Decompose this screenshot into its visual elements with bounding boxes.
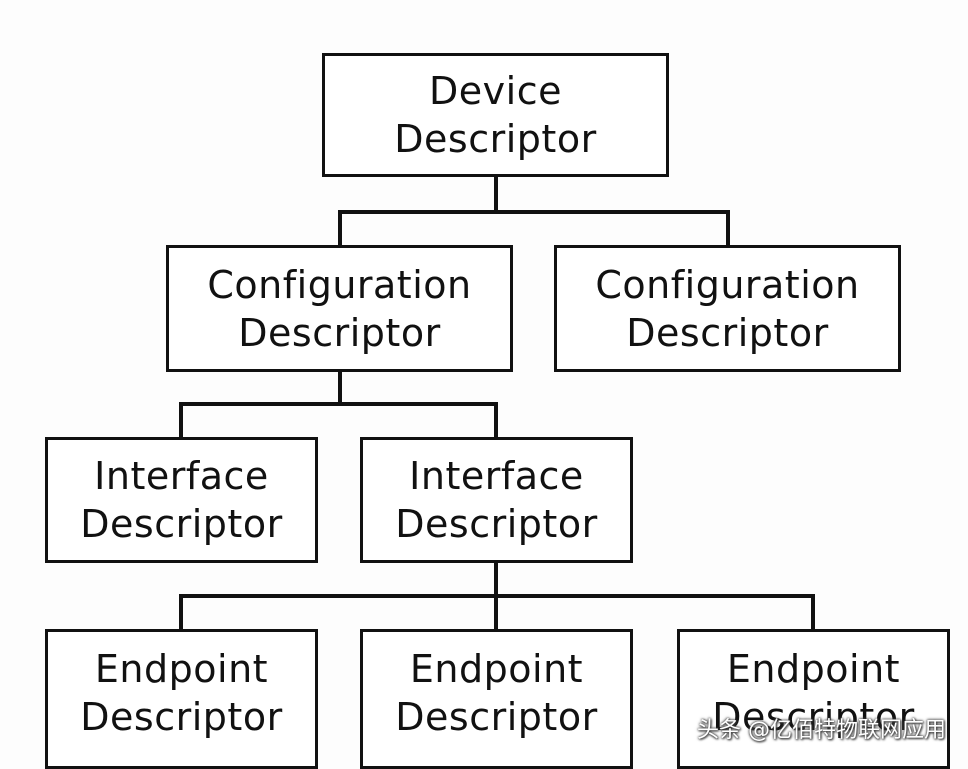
box-label-line1: Configuration — [595, 262, 860, 307]
interface-descriptor-box: Interface Descriptor — [360, 437, 633, 563]
endpoint-descriptor-box: Endpoint Descriptor — [677, 629, 950, 769]
source-watermark: 头条 @亿佰特物联网应用 — [697, 718, 946, 743]
endpoint-descriptor-box: Endpoint Descriptor — [360, 629, 633, 769]
box-label-line1: Device — [429, 69, 562, 113]
device-descriptor-box: Device Descriptor — [322, 53, 669, 177]
endpoint-descriptor-box: Endpoint Descriptor — [45, 629, 318, 769]
box-label-line1: Interface — [409, 454, 584, 498]
box-label-line1: Endpoint — [94, 647, 269, 691]
box-label-line2: Descriptor — [712, 695, 915, 739]
box-label-line1: Endpoint — [409, 647, 584, 691]
box-label-line1: Interface — [94, 454, 269, 498]
interface-descriptor-box: Interface Descriptor — [45, 437, 318, 563]
box-label-line2: Descriptor — [80, 502, 283, 546]
box-label-line1: Configuration — [207, 262, 472, 307]
configuration-descriptor-box: Configuration Descriptor — [554, 245, 901, 372]
box-label-line2: Descriptor — [395, 695, 598, 739]
box-label-line2: Descriptor — [394, 117, 597, 161]
box-label-line1: Endpoint — [726, 647, 901, 691]
box-label-line2: Descriptor — [626, 310, 829, 355]
box-label-line2: Descriptor — [80, 695, 283, 739]
configuration-descriptor-box: Configuration Descriptor — [166, 245, 513, 372]
box-label-line2: Descriptor — [238, 310, 441, 355]
box-label-line2: Descriptor — [395, 502, 598, 546]
